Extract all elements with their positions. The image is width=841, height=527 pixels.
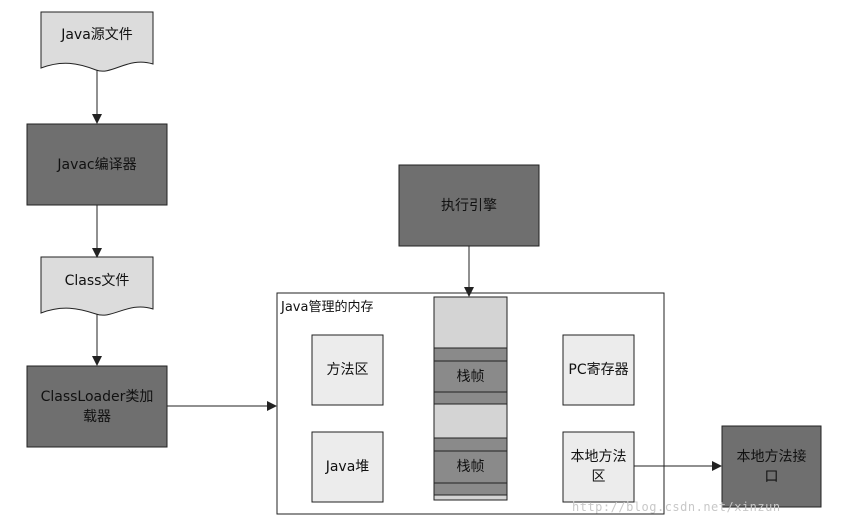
exec-engine-label: 执行引擎 [441, 197, 497, 214]
native-interface-line2: 口 [764, 468, 779, 485]
classloader-label: ClassLoader类加 载器 [27, 366, 167, 447]
stack-frame-2-label: 栈帧 [456, 459, 485, 475]
stack-frame-2-body [433, 450, 508, 484]
class-file-doc-shape [40, 256, 154, 316]
stack-frame-1-tail [433, 391, 508, 405]
stack-frame-2-tail [433, 482, 508, 496]
java-source-label: Java源文件 [61, 27, 133, 43]
java-heap-label: Java堆 [325, 459, 370, 475]
java-heap-shape [311, 431, 384, 503]
native-method-area-line1: 本地方法 [570, 449, 627, 465]
pc-register-shape [562, 334, 635, 406]
native-method-area-line2: 区 [591, 469, 606, 485]
classloader-label-line1: ClassLoader类加 [40, 388, 154, 405]
javac-box-shape [26, 123, 168, 206]
native-interface-line1: 本地方法接 [736, 448, 807, 465]
native-method-area-shape [562, 431, 635, 503]
classloader-label-line2: 载器 [83, 408, 111, 425]
java-source-doc-shape [40, 11, 154, 72]
native-interface-label: 本地方法接 口 [722, 426, 821, 507]
native-interface-shape [721, 425, 822, 508]
classloader-box-shape [26, 365, 168, 448]
javac-label: Javac编译器 [57, 156, 137, 173]
watermark-url: http://blog.csdn.net/xinzun [572, 500, 781, 514]
exec-engine-box-shape [398, 164, 540, 247]
memory-title: Java管理的内存 [281, 300, 374, 315]
stack-frame-2-shape [433, 437, 508, 452]
method-area-label: 方法区 [326, 362, 369, 378]
method-area-shape [311, 334, 384, 406]
stack-frame-1-shape [433, 347, 508, 362]
stack-frame-1-label: 栈帧 [456, 368, 485, 385]
stack-frame-1-body [433, 360, 508, 393]
class-file-label: Class文件 [64, 273, 130, 289]
pc-register-label: PC寄存器 [568, 362, 629, 378]
native-method-area-label: 本地方法 区 [563, 432, 634, 502]
